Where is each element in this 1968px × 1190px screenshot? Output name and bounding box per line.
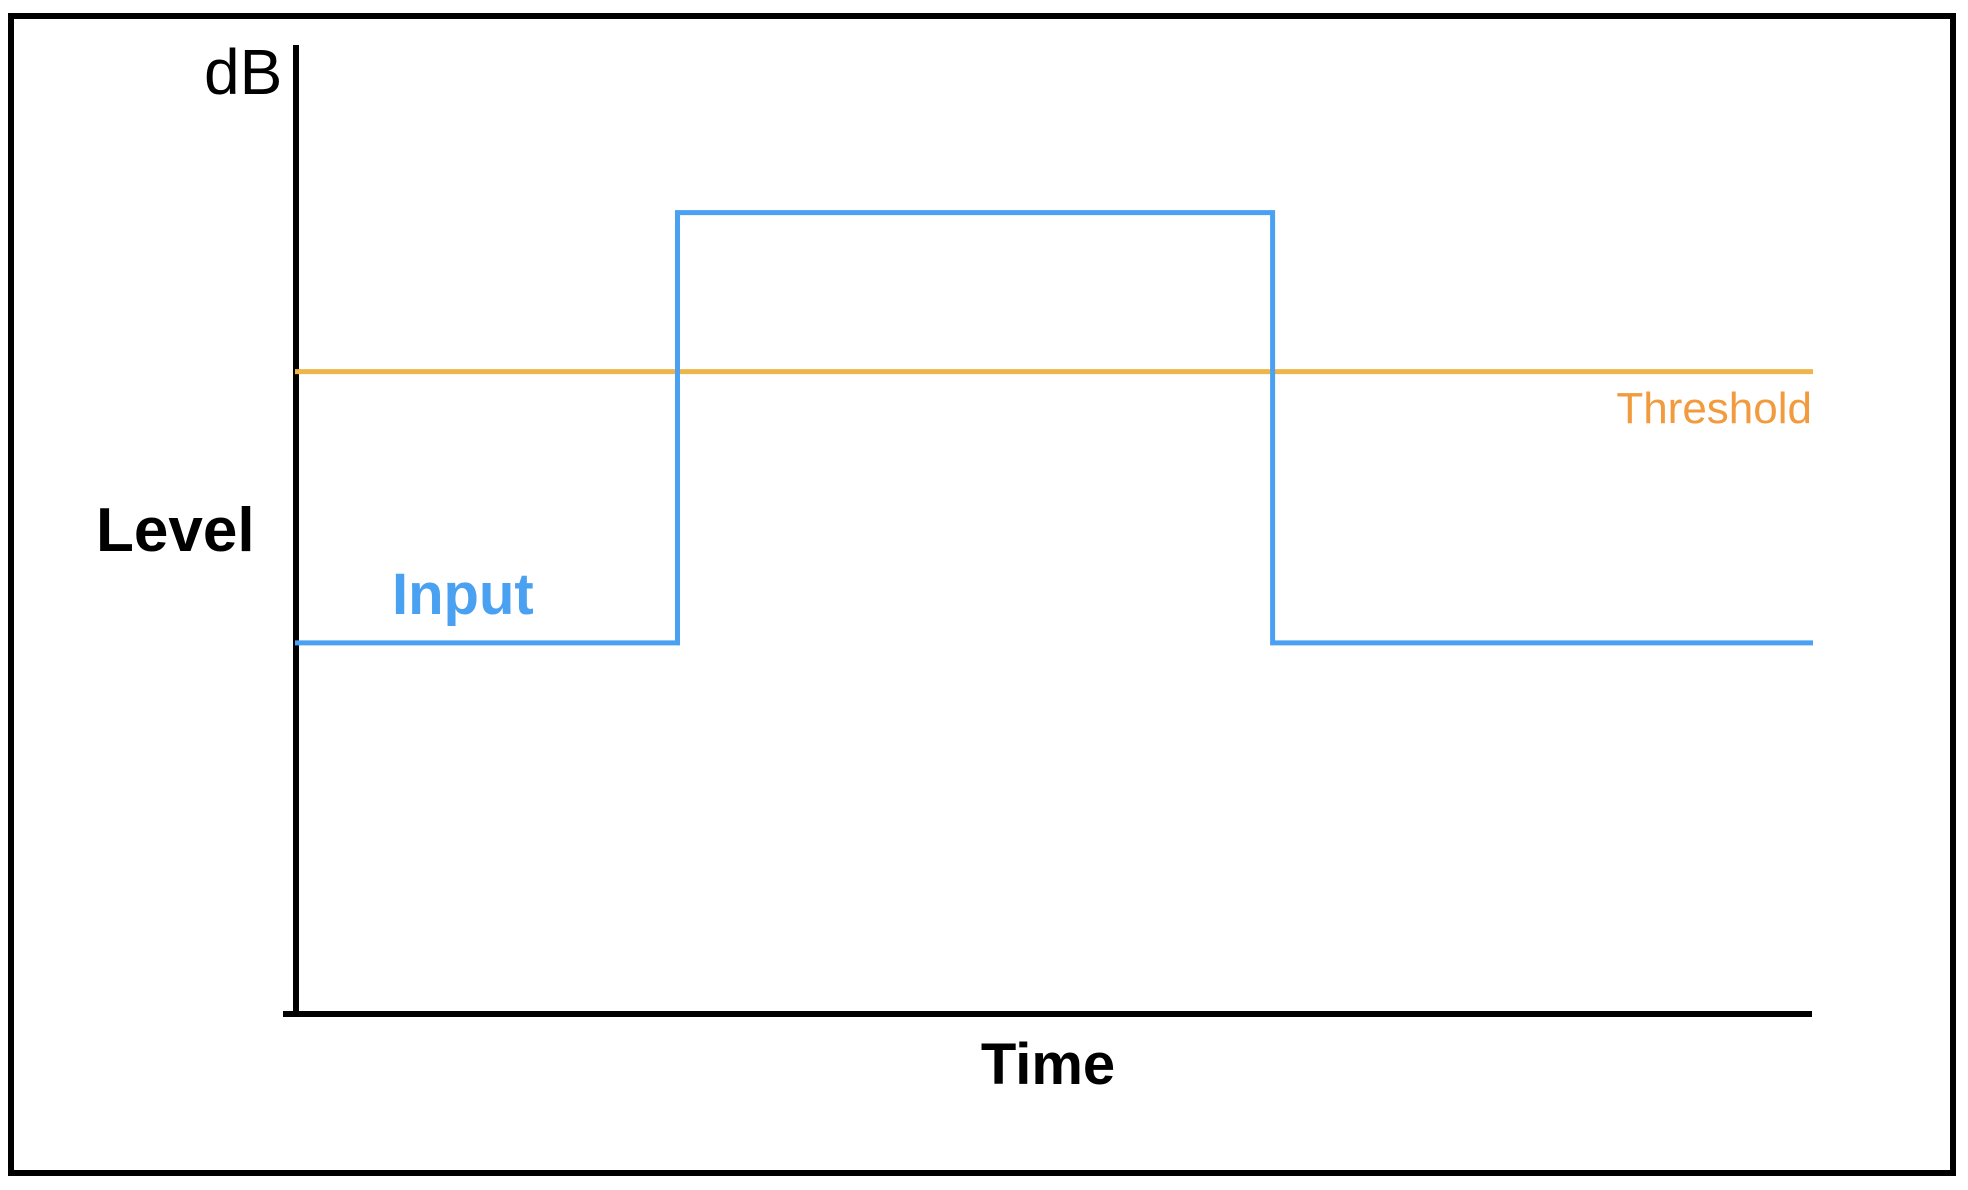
y-axis-unit-label: dB (204, 36, 283, 108)
figure-border (8, 13, 1956, 1176)
x-axis-title: Time (980, 1032, 1116, 1097)
input-line (295, 210, 1813, 646)
y-axis-title: Level (96, 496, 255, 565)
threshold-series-label: Threshold (1616, 384, 1812, 433)
input-series-label: Input (392, 562, 534, 627)
